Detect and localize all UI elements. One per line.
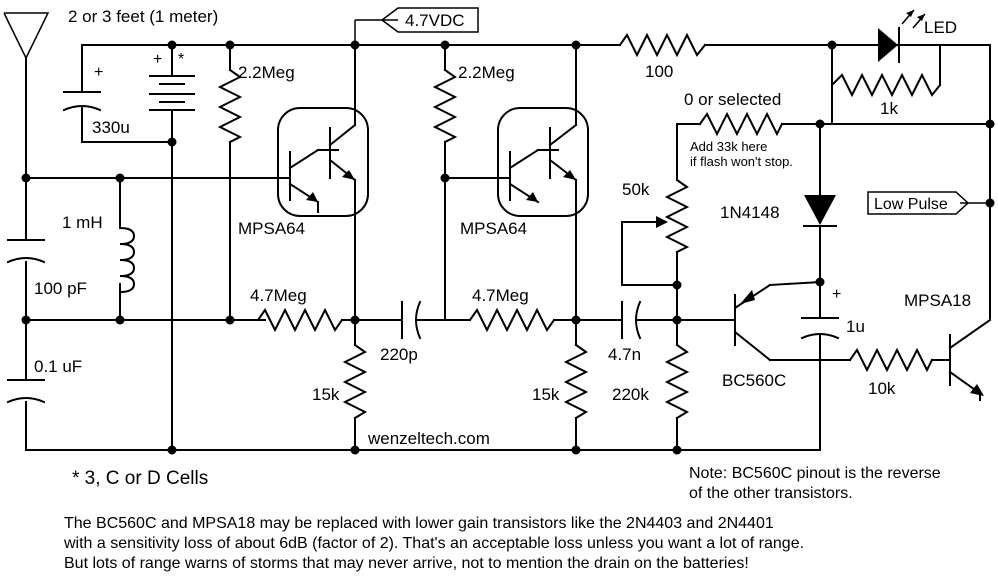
resistor-220k [664, 343, 690, 451]
r-100-label: 100 [645, 62, 673, 81]
resistor-15k-mid [563, 319, 589, 451]
resistor-100 [599, 32, 707, 58]
q2-label: MPSA64 [460, 219, 527, 238]
note-33k-line2: if flash won't stop. [690, 154, 793, 169]
r-2-2meg-mid-label: 2.2Meg [458, 63, 515, 82]
battery-plus: + [153, 51, 162, 68]
battery-star: * [178, 51, 184, 68]
capacitor-1u [800, 281, 840, 451]
resistor-4-7meg-mid [444, 177, 623, 333]
q3-label: BC560C [722, 371, 786, 390]
resistor-selected [676, 111, 991, 137]
transistor-mpsa18 [948, 318, 992, 401]
potentiometer-50k [621, 123, 690, 346]
transistor-q2-mpsa64 [444, 44, 589, 321]
q4-label: MPSA18 [904, 291, 971, 310]
r-15k-mid-label: 15k [532, 385, 560, 404]
led-with-1k [830, 9, 942, 125]
footer-line-1: The BC560C and MPSA18 may be replaced wi… [64, 515, 774, 532]
r-selected-label: 0 or selected [684, 90, 781, 109]
transistor-q1-mpsa64 [277, 44, 369, 321]
footer-line-2: with a sensitivity loss of about 6dB (fa… [64, 535, 805, 552]
pinout-note-line1: Note: BC560C pinout is the reverse [689, 465, 941, 482]
low-pulse-label: Low Pulse [874, 196, 948, 213]
supply-voltage-tag [380, 7, 479, 33]
capacitor-4-7n [621, 300, 736, 340]
led-label: LED [924, 18, 957, 37]
transistor-bc560c [733, 280, 851, 362]
supply-voltage-label: 4.7VDC [405, 11, 465, 30]
cap-1u-plus: + [832, 286, 841, 303]
r-led-label: 1k [880, 99, 898, 118]
resistor-2-2meg-mid [432, 44, 458, 179]
resistor-2-2meg-left [217, 44, 243, 321]
r-220k-label: 220k [612, 385, 649, 404]
footer-line-3: But lots of range warns of storms that m… [64, 555, 749, 572]
r-10k-label: 10k [868, 379, 896, 398]
r-15k-left-label: 15k [312, 385, 340, 404]
r-2-2meg-left-label: 2.2Meg [238, 63, 295, 82]
website-label: wenzeltech.com [367, 429, 490, 448]
cells-note: * 3, C or D Cells [72, 468, 208, 489]
inductor-label: 1 mH [62, 213, 103, 232]
resistor-10k [848, 347, 951, 373]
diode-label: 1N4148 [720, 203, 780, 222]
r-4-7meg-left-label: 4.7Meg [250, 286, 307, 305]
capacitor-220p [401, 300, 471, 340]
cap-220p-label: 220p [380, 345, 418, 364]
cap-1u-label: 1u [846, 317, 865, 336]
pot-label: 50k [622, 180, 650, 199]
cap-330-plus: + [94, 64, 103, 81]
note-33k-line1: Add 33k here [690, 139, 767, 154]
r-4-7meg-mid-label: 4.7Meg [472, 286, 529, 305]
low-pulse-tag [867, 191, 970, 215]
cap-100p-label: 100 pF [34, 279, 87, 298]
cap-47n-label: 4.7n [608, 345, 641, 364]
cap-330-label: 330u [92, 118, 130, 137]
antenna-length-label: 2 or 3 feet (1 meter) [68, 7, 218, 26]
resistor-15k-left [342, 319, 368, 451]
cap-01u-label: 0.1 uF [34, 357, 82, 376]
capacitor-330u [62, 91, 102, 112]
battery-cells [149, 75, 195, 111]
antenna-symbol [3, 12, 50, 239]
pinout-note-line2: of the other transistors. [689, 485, 853, 502]
q1-label: MPSA64 [238, 219, 305, 238]
diode-1n4148 [803, 123, 837, 283]
resistor-4-7meg-left [256, 307, 403, 333]
junction-dots [21, 40, 995, 455]
